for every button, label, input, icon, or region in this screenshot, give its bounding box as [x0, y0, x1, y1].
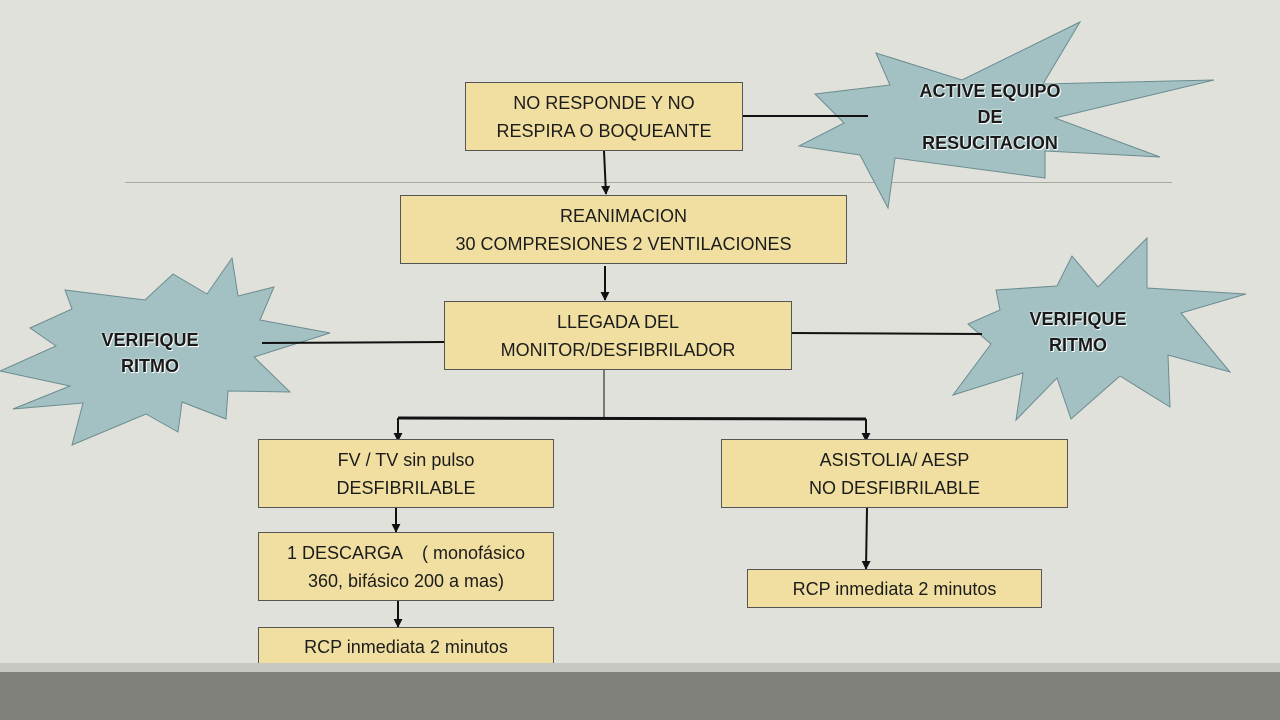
rhythm-left-callout-text: VERIFIQUE RITMO — [80, 327, 220, 379]
rcp-right-box: RCP inmediata 2 minutos — [747, 569, 1042, 608]
horizontal-divider — [125, 182, 1172, 183]
team-line-1: ACTIVE EQUIPO — [919, 81, 1061, 101]
rhythm-left-line-2: RITMO — [121, 356, 179, 376]
monitor-line-2: MONITOR/DESFIBRILADOR — [500, 339, 736, 360]
non-shockable-box: ASISTOLIA/ AESP NO DESFIBRILABLE — [721, 439, 1068, 508]
rhythm-right-line-1: VERIFIQUE — [1029, 309, 1127, 329]
burst-team-shape — [797, 20, 1215, 210]
start-line-1: NO RESPONDE Y NO — [513, 92, 695, 113]
reanimacion-line-1: REANIMACION — [559, 205, 687, 226]
team-line-2: DE — [977, 107, 1003, 127]
start-box: NO RESPONDE Y NO RESPIRA O BOQUEANTE — [465, 82, 743, 151]
non-shockable-line-2: NO DESFIBRILABLE — [808, 477, 981, 498]
burst-rhythm-left-shape — [0, 256, 331, 446]
shockable-box: FV / TV sin pulso DESFIBRILABLE — [258, 439, 554, 508]
shockable-line-1: FV / TV sin pulso — [337, 449, 475, 470]
rhythm-right-line-2: RITMO — [1049, 335, 1107, 355]
discharge-line-1: 1 DESCARGA ( monofásico — [286, 542, 526, 563]
shockable-line-2: DESFIBRILABLE — [336, 477, 476, 498]
rhythm-right-callout-text: VERIFIQUE RITMO — [1008, 306, 1148, 358]
burst-rhythm-right-shape — [951, 236, 1247, 422]
start-line-2: RESPIRA O BOQUEANTE — [496, 120, 712, 141]
discharge-box: 1 DESCARGA ( monofásico 360, bifásico 20… — [258, 532, 554, 601]
team-callout-text: ACTIVE EQUIPO DE RESUCITACION — [880, 78, 1100, 156]
footer-band-light — [0, 663, 1280, 672]
monitor-line-1: LLEGADA DEL — [556, 311, 680, 332]
rcp-right-label: RCP inmediata 2 minutos — [792, 578, 997, 599]
rcp-left-box: RCP inmediata 2 minutos — [258, 627, 554, 666]
discharge-line-2: 360, bifásico 200 a mas) — [307, 570, 505, 591]
non-shockable-line-1: ASISTOLIA/ AESP — [819, 449, 970, 470]
rcp-left-label: RCP inmediata 2 minutos — [304, 636, 508, 657]
team-line-3: RESUCITACION — [922, 133, 1058, 153]
reanimacion-line-2: 30 COMPRESIONES 2 VENTILACIONES — [455, 233, 792, 254]
footer-band-dark — [0, 672, 1280, 720]
monitor-box: LLEGADA DEL MONITOR/DESFIBRILADOR — [444, 301, 792, 370]
reanimacion-box: REANIMACION 30 COMPRESIONES 2 VENTILACIO… — [400, 195, 847, 264]
rhythm-left-line-1: VERIFIQUE — [101, 330, 199, 350]
